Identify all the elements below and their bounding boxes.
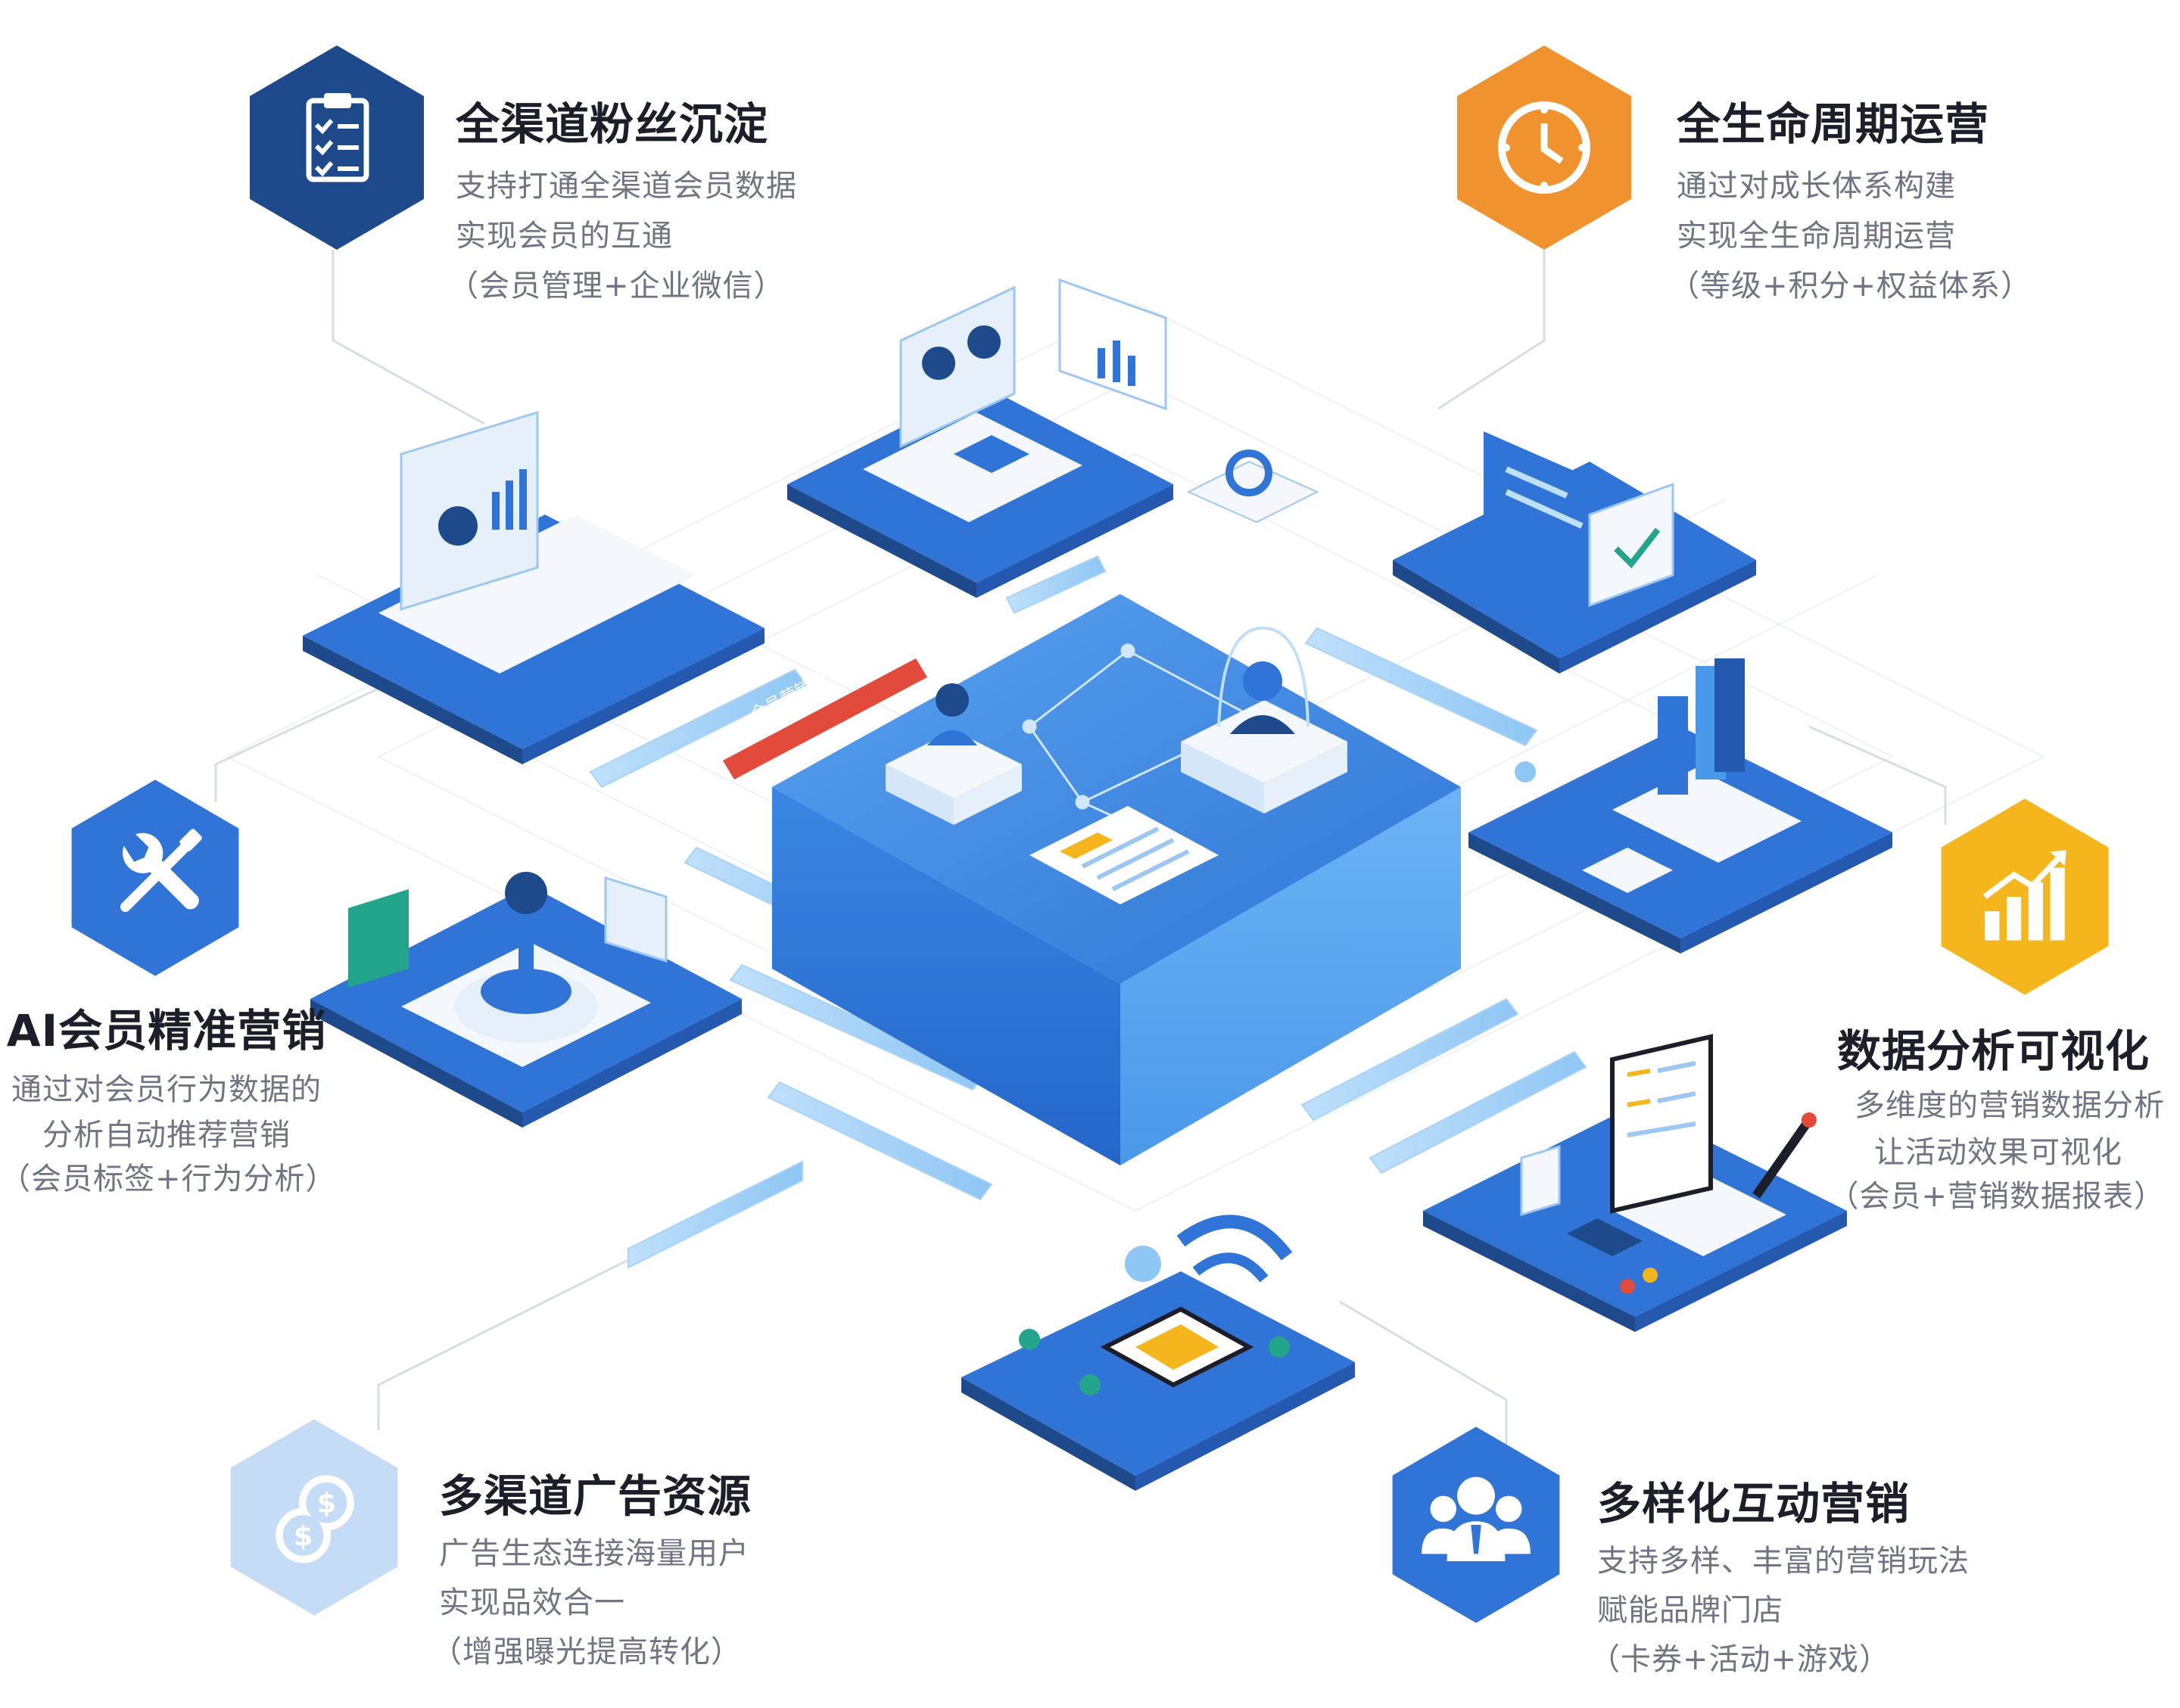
coins-dollar-icon: $ $ bbox=[230, 1419, 398, 1616]
feature-desc-line: 让活动效果可视化 bbox=[1874, 1135, 2122, 1170]
connector-lines bbox=[214, 250, 1947, 1445]
central-platform bbox=[723, 594, 1461, 1165]
feature-title: 多样化互动营销 bbox=[1597, 1478, 1911, 1529]
tile-profiles bbox=[787, 278, 1319, 598]
feature-desc-line: 实现品效合一 bbox=[439, 1585, 625, 1620]
feature-interactive: 多样化互动营销 支持多样、丰富的营销玩法 赋能品牌门店 （卡券+活动+游戏） bbox=[1385, 1423, 2082, 1695]
feature-channel-fans: 全渠道粉丝沉淀 支持打通全渠道会员数据 实现会员的互通 （会员管理+企业微信） bbox=[242, 42, 863, 314]
feature-data-viz: 数据分析可视化 多维度的营销数据分析 让活动效果可视化 （会员+营销数据报表） bbox=[1828, 795, 2165, 1218]
feature-desc-line: 支持多样、丰富的营销玩法 bbox=[1597, 1544, 1970, 1579]
svg-text:$: $ bbox=[294, 1520, 313, 1552]
feature-desc-line: 分析自动推荐营销 bbox=[42, 1118, 291, 1153]
floating-bars bbox=[589, 555, 1587, 1269]
feature-desc-line: 多维度的营销数据分析 bbox=[1855, 1088, 2165, 1123]
user-group-icon bbox=[1392, 1426, 1560, 1623]
feature-desc-line: 通过对会员行为数据的 bbox=[11, 1072, 322, 1107]
tile-report bbox=[1423, 1034, 1847, 1332]
svg-text:$: $ bbox=[317, 1487, 336, 1520]
feature-desc-line: （等级+积分+权益体系） bbox=[1669, 269, 2032, 303]
feature-ad-resources: $ $ 多渠道广告资源 广告生态连接海量用户 实现品效合一 （增强曝光提高转化） bbox=[223, 1415, 844, 1688]
clock-icon bbox=[1457, 45, 1631, 250]
feature-title: 全生命周期运营 bbox=[1677, 98, 1990, 150]
feature-lifecycle: 全生命周期运营 通过对成长体系构建 实现全生命周期运营 （等级+积分+权益体系） bbox=[1450, 42, 2070, 314]
feature-desc-line: 支持打通全渠道会员数据 bbox=[456, 169, 797, 204]
feature-desc-line: 实现会员的互通 bbox=[456, 219, 673, 254]
feature-desc-line: 通过对成长体系构建 bbox=[1677, 169, 1956, 204]
tile-document-check bbox=[1393, 431, 1756, 674]
feature-desc-line: （会员标签+行为分析） bbox=[0, 1162, 337, 1196]
tile-bar-chart bbox=[1468, 658, 1892, 954]
tile-mobile bbox=[961, 1215, 1355, 1491]
feature-desc-line: 广告生态连接海量用户 bbox=[439, 1536, 749, 1571]
feature-title: 多渠道广告资源 bbox=[439, 1470, 752, 1522]
feature-title: 数据分析可视化 bbox=[1836, 1025, 2150, 1077]
wrench-screwdriver-icon bbox=[71, 779, 239, 976]
feature-desc-line: （增强曝光提高转化） bbox=[431, 1635, 742, 1669]
feature-desc-line: （会员+营销数据报表） bbox=[1828, 1179, 2165, 1214]
growth-chart-icon bbox=[1941, 798, 2109, 995]
feature-desc-line: 实现全生命周期运营 bbox=[1677, 219, 1956, 254]
tile-dashboard bbox=[303, 410, 765, 764]
feature-desc-line: （卡券+活动+游戏） bbox=[1590, 1642, 1891, 1677]
feature-desc-line: 赋能品牌门店 bbox=[1597, 1593, 1783, 1628]
tile-ai-joystick bbox=[310, 872, 742, 1128]
feature-ai-marketing: AI会员精准营销 通过对会员行为数据的 分析自动推荐营销 （会员标签+行为分析） bbox=[0, 776, 337, 1199]
clipboard-checklist-icon bbox=[250, 45, 424, 250]
feature-title: AI会员精准营销 bbox=[6, 1005, 327, 1056]
feature-desc-line: （会员管理+企业微信） bbox=[448, 269, 785, 303]
feature-title: 全渠道粉丝沉淀 bbox=[456, 98, 769, 150]
